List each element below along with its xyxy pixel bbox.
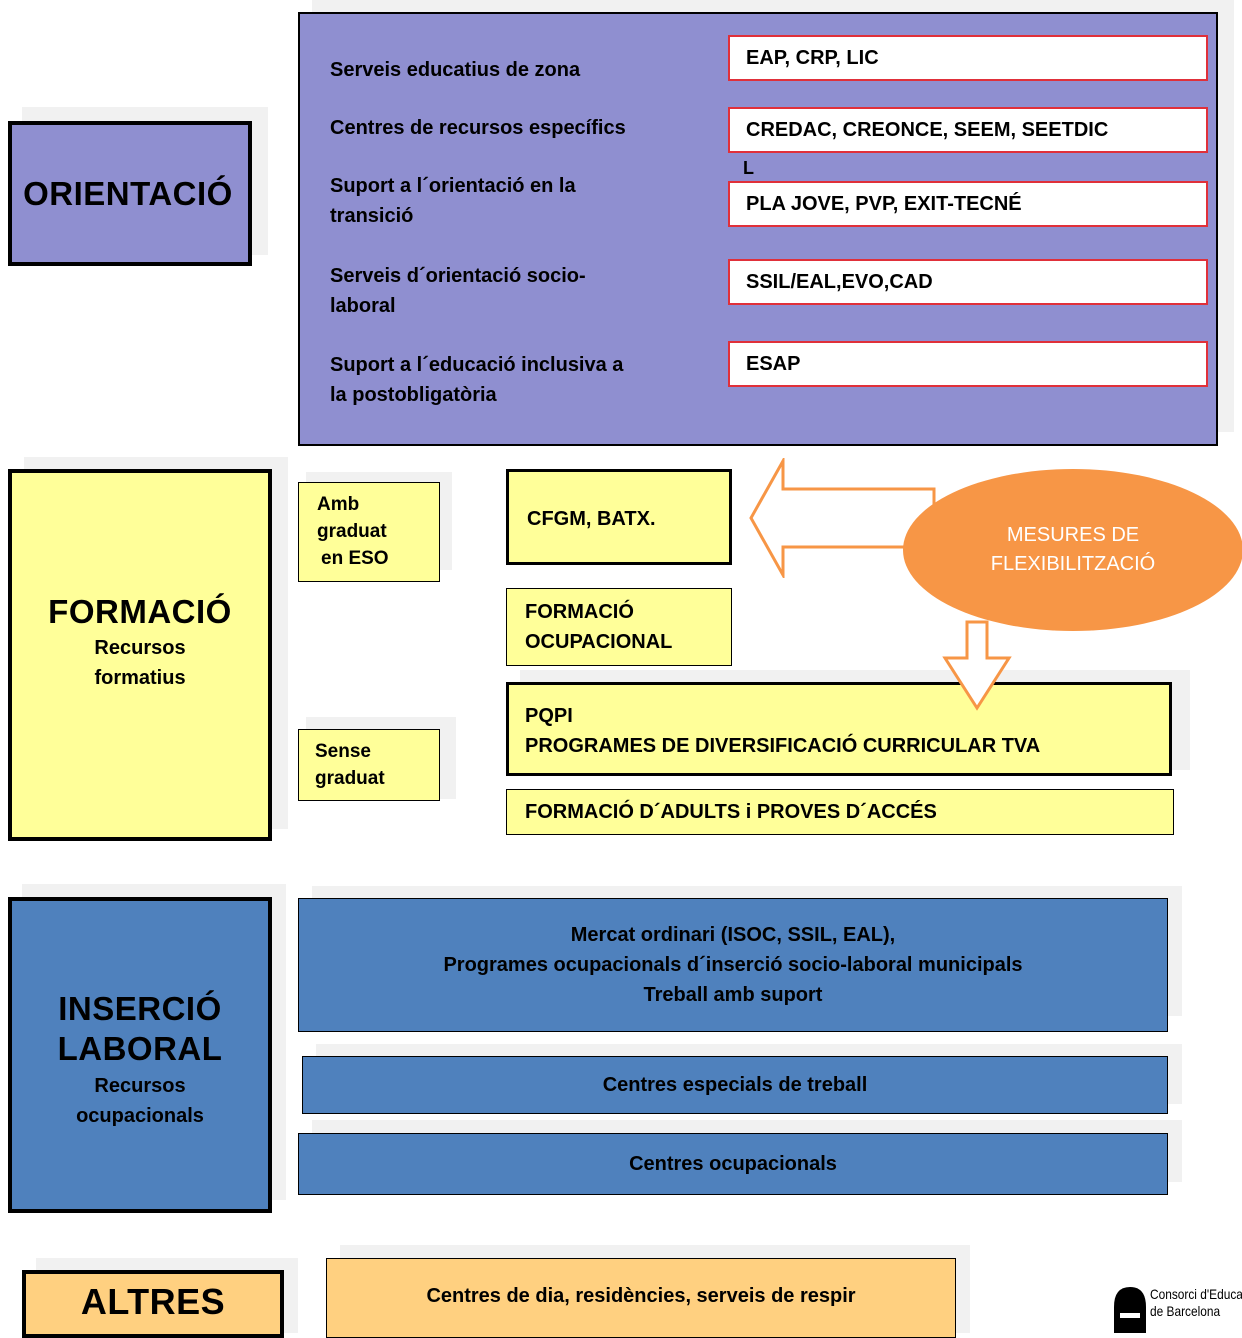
orientacio-row-label: Serveis educatius de zona <box>330 59 581 81</box>
adults-box: FORMACIÓ D´ADULTS i PROVES D´ACCÉS <box>506 789 1174 835</box>
orientacio-title-box: ORIENTACIÓ <box>8 121 252 266</box>
amb-graduat-box: Amb graduat en ESO <box>298 482 440 582</box>
consorci-logo-icon <box>1114 1287 1146 1333</box>
formacio-subtitle: Recursos formatius <box>94 637 186 689</box>
orientacio-row-label: Suport a l´educació inclusiva a la posto… <box>330 354 624 406</box>
mesures-ellipse: MESURES DE FLEXIBILITZACIÓ <box>903 469 1242 631</box>
orientacio-value-box: PLA JOVE, PVP, EXIT-TECNÉ <box>728 181 1208 227</box>
formacio-title-box: FORMACIÓ Recursos formatius <box>8 469 272 841</box>
insercio-title-box: INSERCIÓ LABORAL Recursos ocupacionals <box>8 897 272 1213</box>
altres-title: ALTRES <box>80 1281 226 1322</box>
orientacio-row-label: Centres de recursos específics <box>330 117 626 139</box>
logo-text: Consorci d'Educa de Barcelona <box>1150 1286 1242 1319</box>
orientacio-title: ORIENTACIÓ <box>23 174 233 212</box>
centres-ocupacionals-box: Centres ocupacionals <box>298 1133 1168 1195</box>
stray-mark: L <box>743 158 754 178</box>
orientacio-row-label: Serveis d´orientació socio- laboral <box>330 265 586 317</box>
orientacio-value-box: EAP, CRP, LIC <box>728 35 1208 81</box>
sense-graduat-box: Sense graduat <box>298 729 440 801</box>
mercat-ordinari-box: Mercat ordinari (ISOC, SSIL, EAL), Progr… <box>298 898 1168 1032</box>
altres-title-box: ALTRES <box>22 1270 284 1338</box>
altres-box: Centres de dia, residències, serveis de … <box>326 1258 956 1338</box>
insercio-title: INSERCIÓ LABORAL <box>57 990 223 1067</box>
down-arrow-icon <box>942 620 1012 711</box>
orientacio-value-box: SSIL/EAL,EVO,CAD <box>728 259 1208 305</box>
orientacio-row-label: Suport a l´orientació en la transició <box>330 175 576 227</box>
centres-especials-box: Centres especials de treball <box>302 1056 1168 1114</box>
insercio-subtitle: Recursos ocupacionals <box>76 1075 204 1127</box>
orientacio-value-box: ESAP <box>728 341 1208 387</box>
formacio-ocupacional-box: FORMACIÓ OCUPACIONAL <box>506 588 732 666</box>
formacio-title: FORMACIÓ <box>48 593 232 630</box>
orientacio-value-box: CREDAC, CREONCE, SEEM, SEETDIC <box>728 107 1208 153</box>
pqpi-box: PQPI PROGRAMES DE DIVERSIFICACIÓ CURRICU… <box>506 682 1172 776</box>
cfgm-box: CFGM, BATX. <box>506 469 732 565</box>
